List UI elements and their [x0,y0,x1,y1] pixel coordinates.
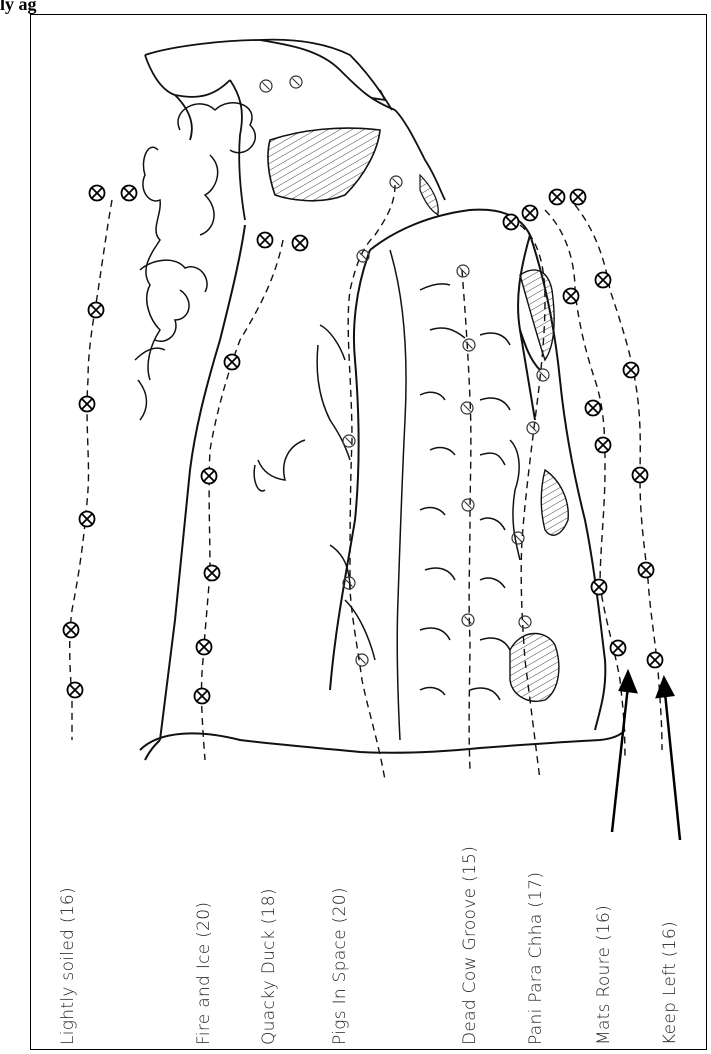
route-line-lightly-soiled [70,200,112,740]
bolt-icon [523,206,538,221]
anchor-icon [290,76,302,88]
bolt-icon [633,468,648,483]
bolt-icon [122,186,137,201]
route-line-pigs-in-space [348,185,395,780]
route-label-pigs-in-space: Pigs In Space (20) [330,887,350,1045]
bolt-icon [205,566,220,581]
anchor-icon [463,339,475,351]
bolt-icon [596,438,611,453]
bolt-icon [639,563,654,578]
bolt-icon [564,289,579,304]
anchor-icon [537,369,549,381]
bolt-icon [550,190,565,205]
bolt-icon [68,683,83,698]
anchor-icon [260,80,272,92]
route-label-dead-cow-groove: Dead Cow Groove (15) [460,846,480,1045]
bolt-icon [504,215,519,230]
route-label-keep-left: Keep Left (16) [660,921,680,1045]
route-lines [70,185,662,780]
bolt-icon [202,469,217,484]
bolt-icon [624,363,639,378]
bolt-icon [258,233,273,248]
bolt-icon [89,303,104,318]
anchor-icon [356,654,368,666]
arrow-icon [620,672,636,692]
anchor-icon [527,422,539,434]
anchor-icon [461,402,473,414]
anchor-icon [462,499,474,511]
bolt-icon [611,641,626,656]
route-label-quacky-duck: Quacky Duck (18) [259,888,279,1045]
anchor-icon [462,614,474,626]
bolt-icon [197,640,212,655]
bolt-icon [592,580,607,595]
route-label-mats-roure: Mats Roure (16) [594,905,614,1045]
bolt-icon [90,186,105,201]
route-line-fire-and-ice [202,240,283,760]
bolt-icon [293,236,308,251]
bolt-icon [64,623,79,638]
bolt-icon [586,401,601,416]
bolt-icon [596,273,611,288]
bolt-icon [80,512,95,527]
arrow-icon [657,678,673,697]
anchor-icon [512,532,524,544]
bolt-icon [225,355,240,370]
arrows [612,672,680,840]
anchor-icon [390,176,402,188]
bolt-icon [571,190,586,205]
route-label-fire-and-ice: Fire and Ice (20) [194,902,214,1045]
anchor-icon [343,435,355,447]
bolt-icon [195,689,210,704]
bolt-icon [648,653,663,668]
route-label-pani-para-chha: Pani Para Chha (17) [526,872,546,1045]
rock-features [254,250,520,740]
bolt-icon [80,397,95,412]
anchor-icon [519,616,531,628]
hatched-slab-top [268,128,380,201]
route-label-lightly-soiled: Lightly soiled (16) [58,887,78,1045]
vegetation [135,103,255,420]
